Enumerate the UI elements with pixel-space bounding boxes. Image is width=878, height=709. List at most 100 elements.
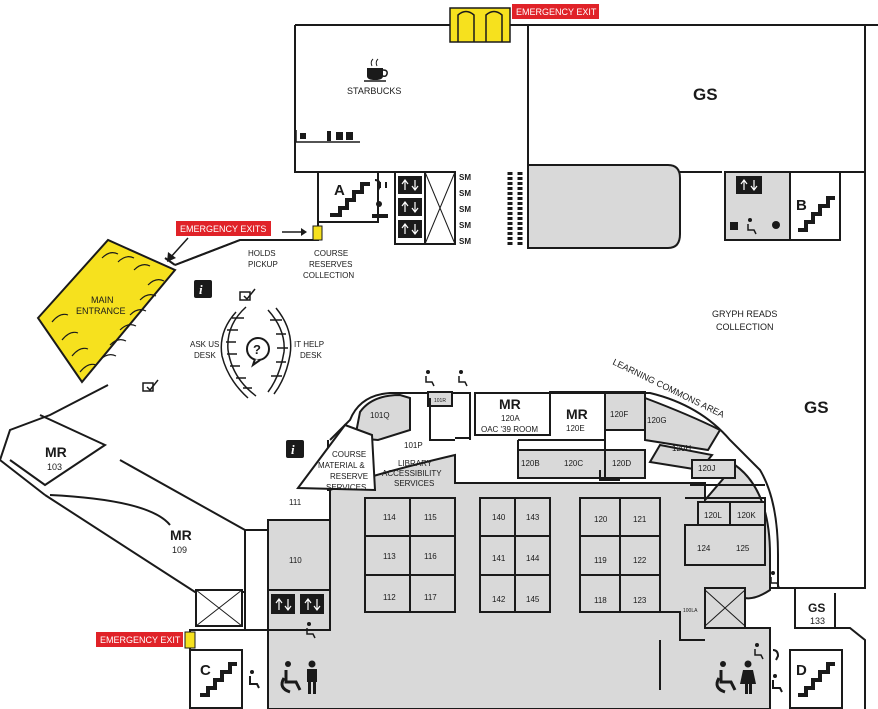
room-122: 122 — [633, 556, 647, 565]
room-112: 112 — [383, 593, 396, 602]
lower-right-washroom — [715, 649, 783, 694]
room-111: 111 — [289, 498, 302, 507]
room-115: 115 — [424, 513, 437, 522]
room-140: 140 — [492, 513, 506, 522]
washroom-icon — [300, 131, 353, 141]
wheelchair-icon — [747, 218, 757, 235]
room-101r: 101R — [434, 398, 446, 404]
water-fountain-icon — [372, 201, 388, 218]
ask-us-line1: ASK US — [190, 340, 219, 349]
holds-pickup-line2: PICKUP — [248, 260, 278, 269]
gs-label-mid: GS — [804, 398, 829, 417]
stair-a: A — [317, 171, 379, 223]
room-120a-name: OAC '39 ROOM — [481, 425, 538, 434]
wheelchair-icon — [458, 370, 468, 387]
room-142: 142 — [492, 595, 506, 604]
room-125: 125 — [736, 544, 750, 553]
mr-109-code: MR — [170, 527, 192, 543]
emergency-exit-bottom-label: EMERGENCY EXIT — [100, 635, 181, 645]
room-144: 144 — [526, 554, 540, 563]
room-120f: 120F — [610, 410, 628, 419]
it-help-line2: DESK — [300, 351, 322, 360]
svg-text:i: i — [291, 442, 295, 457]
holds-pickup-line1: HOLDS — [248, 249, 276, 258]
information-icon: i — [194, 280, 212, 298]
information-icon: i — [286, 440, 304, 458]
elevator-icon — [271, 594, 295, 614]
room-120l: 120L — [704, 511, 722, 520]
sm-label-4: SM — [459, 221, 471, 230]
room-116: 116 — [424, 552, 437, 561]
room-numbers: 101Q 101R 111 110 114 115 113 116 112 11… — [289, 398, 756, 614]
room-120e: MR 120E — [566, 406, 588, 433]
wheelchair-icon — [249, 670, 260, 689]
course-material-line4: SERVICES — [326, 483, 366, 492]
elevator-icon — [300, 594, 324, 614]
room-120k: 120K — [737, 511, 756, 520]
course-reserves-line3: COLLECTION — [303, 271, 354, 280]
room-120d: 120D — [612, 459, 631, 468]
wheelchair-icon — [425, 370, 435, 387]
sm-label-3: SM — [459, 205, 471, 214]
room-120b: 120B — [521, 459, 540, 468]
room-113: 113 — [383, 552, 396, 561]
elevator-icon — [398, 176, 422, 194]
course-material-line1: COURSE — [332, 450, 366, 459]
lower-left-washroom — [249, 622, 317, 694]
starbucks-label: STARBUCKS — [347, 86, 401, 96]
stair-d-label: D — [796, 662, 807, 679]
stair-b: B — [789, 171, 841, 241]
starbucks: STARBUCKS — [295, 58, 401, 143]
room-120h: 120H — [672, 444, 691, 453]
room-117: 117 — [424, 593, 437, 602]
gryph-reads-line1: GRYPH READS — [712, 309, 777, 319]
stair-b-label: B — [796, 197, 807, 214]
room-120c: 120C — [564, 459, 583, 468]
mr-103-code: MR — [45, 444, 67, 460]
phone-icon — [772, 649, 780, 661]
wheelchair-icon — [280, 661, 302, 694]
gs-133-code: GS — [808, 601, 825, 615]
main-entrance: MAIN ENTRANCE — [36, 238, 177, 384]
library-accessibility-line2: ACCESSIBILITY — [382, 469, 442, 478]
washroom-icon — [740, 660, 756, 694]
wheelchair-icon — [772, 674, 783, 693]
room-120a-code: MR — [499, 396, 521, 412]
course-material-line2: MATERIAL & — [318, 461, 365, 470]
main-entrance-label-line2: ENTRANCE — [76, 306, 126, 316]
help-desk — [220, 306, 292, 399]
wheelchair-icon — [715, 661, 737, 694]
room-145: 145 — [526, 595, 540, 604]
stair-c-label: C — [200, 662, 211, 679]
main-entrance-label-line1: MAIN — [91, 295, 114, 305]
elevator-icon — [736, 176, 762, 194]
gryph-reads-line2: COLLECTION — [716, 322, 774, 332]
course-material-line3: RESERVE — [330, 472, 368, 481]
room-110: 110 — [289, 556, 302, 565]
room-120e-code: MR — [566, 406, 588, 422]
stair-a-label: A — [334, 182, 345, 199]
room-101q: 101Q — [370, 411, 390, 420]
room-101p-number: 101P — [404, 441, 423, 450]
sm-label-1: SM — [459, 173, 471, 182]
room-141: 141 — [492, 554, 506, 563]
mr-103-number: 103 — [47, 462, 62, 472]
stair-d: D — [789, 649, 843, 709]
emergency-exits-mid-label: EMERGENCY EXITS — [180, 224, 266, 234]
stair-c: C — [189, 649, 243, 709]
self-checkout-icon — [239, 288, 256, 301]
room-114: 114 — [383, 513, 396, 522]
room-118: 118 — [594, 596, 607, 605]
mr-109-number: 109 — [172, 545, 187, 555]
question-mark-icon: ? — [246, 337, 270, 368]
phone-icon — [374, 179, 382, 191]
washroom-icon — [307, 660, 317, 694]
room-mr-109: MR 109 — [170, 527, 192, 555]
washroom-icon — [730, 222, 738, 230]
room-143: 143 — [526, 513, 540, 522]
emergency-exit-bottom: EMERGENCY EXIT — [96, 631, 196, 649]
elevator-bank: SM SM SM SM SM — [372, 171, 523, 246]
gs-room-133: GS 133 — [808, 601, 825, 626]
elevator-icon — [398, 198, 422, 216]
self-checkout-icon — [142, 379, 159, 392]
